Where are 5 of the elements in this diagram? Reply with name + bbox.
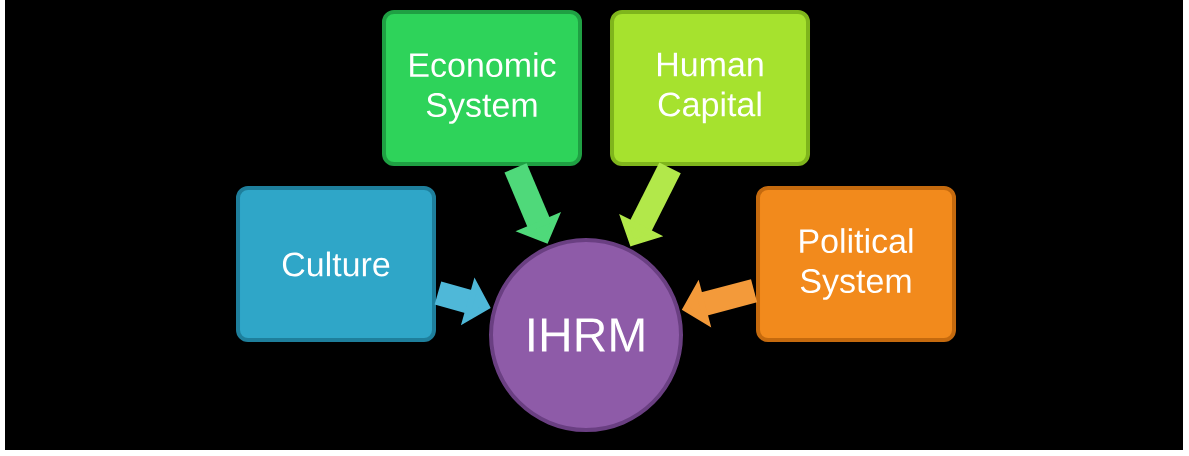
process-box: Culture [236, 186, 436, 342]
circle-node: IHRM [489, 238, 683, 432]
process-box: Economic System [382, 10, 582, 166]
process-box: Human Capital [610, 10, 810, 166]
process-box: Political System [756, 186, 956, 342]
